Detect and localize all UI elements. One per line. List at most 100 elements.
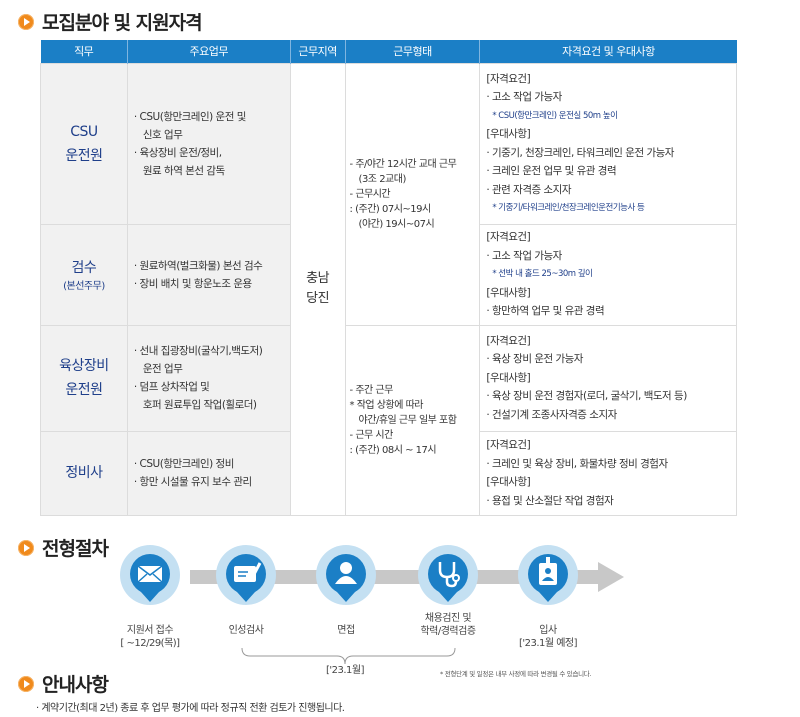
req-line: · 항만하역 업무 및 유관 경력 <box>486 305 605 318</box>
shift-line: (야간) 19시~07시 <box>358 218 435 230</box>
req-line: [우대사항] <box>486 128 531 140</box>
recruit-table: 직무 주요업무 근무지역 근무형태 자격요건 및 우대사항 CSU 운전원 · C… <box>40 40 737 516</box>
group-schedule-label: ['23.1월] <box>325 665 365 676</box>
req-line: · 관련 자격증 소지자 <box>486 183 571 196</box>
duty-line: 호퍼 원료투입 작업(휠로더) <box>142 399 257 411</box>
shift-line: - 근무시간 <box>349 188 391 200</box>
person-icon <box>316 545 376 605</box>
req-line: · 고소 작업 가능자 <box>486 249 562 262</box>
req-line: [자격요건] <box>486 231 531 244</box>
job-line: 육상장비 <box>59 358 109 374</box>
job-line: 정비사 <box>65 465 103 481</box>
duty-line: · CSU(항만크레인) 운전 및 <box>133 110 247 123</box>
job-name: 검수 (본선주무) <box>40 223 128 326</box>
duty-line: · 항만 시설물 유지 보수 관리 <box>133 476 252 488</box>
duty-line: 신호 업무 <box>142 128 183 141</box>
step-label-line: 채용검진 및 <box>424 613 472 624</box>
table-row: 검수 (본선주무) · 원료하역(벌크화물) 본선 검수· 장비 배치 및 항운노… <box>40 223 737 326</box>
requirements-cell: [자격요건]· 육상 장비 운전 가능자[우대사항]· 육상 장비 운전 경험자… <box>479 324 737 432</box>
location-line: 충남 <box>306 271 330 286</box>
play-bullet-icon <box>18 675 34 692</box>
req-line: · 고소 작업 가능자 <box>486 91 562 103</box>
job-sub: (본선주무) <box>63 280 105 292</box>
shift-line: - 근무 시간 <box>349 429 394 441</box>
process-step-label: 지원서 접수[ ~12/29(목)] <box>95 624 205 650</box>
step-label-line: ['23.1월 예정] <box>518 638 578 649</box>
req-line: · 용접 및 산소절단 작업 경험자 <box>486 494 614 507</box>
requirements-cell: [자격요건]· 고소 작업 가능자* 선박 내 홀드 25~30m 깊이[우대사… <box>479 223 737 326</box>
section-title-text: 모집분야 및 지원자격 <box>42 12 203 34</box>
job-line: 운전원 <box>65 147 103 164</box>
process-step-label: 입사 ['23.1월 예정] <box>493 624 603 650</box>
job-line: 운전원 <box>65 382 103 398</box>
header-location: 근무지역 <box>289 40 346 63</box>
duty-line: 운전 업무 <box>142 363 183 375</box>
notice-item: · 계약기간(최대 2년) 종료 후 업무 평가에 따라 정규직 전환 검토가 … <box>36 703 345 714</box>
duty-line: · 선내 집광장비(굴삭기,백도저) <box>133 345 263 357</box>
req-line: [자격요건] <box>486 334 531 347</box>
duty-line: · CSU(항만크레인) 정비 <box>133 458 235 470</box>
envelope-icon <box>120 545 180 605</box>
stethoscope-icon <box>418 545 478 605</box>
section-title-text: 안내사항 <box>42 674 109 696</box>
process-step-label: 면접 <box>291 624 401 637</box>
requirements-cell: [자격요건] · 크레인 및 육상 장비, 화물차량 정비 경험자 [우대사항] · … <box>479 430 737 516</box>
req-line: [우대사항] <box>486 476 531 488</box>
duty-line: 원료 하역 본선 감독 <box>142 164 225 177</box>
table-header-row: 직무 주요업무 근무지역 근무형태 자격요건 및 우대사항 <box>40 40 737 63</box>
duty-line: · 장비 배치 및 항운노조 운용 <box>133 277 252 290</box>
job-line: 검수 <box>71 259 97 276</box>
shift-line: : (주간) 08시 ~ 17시 <box>349 444 437 456</box>
process-step-4 <box>417 544 479 610</box>
step-label-line: 입사 <box>539 625 557 636</box>
id-badge-icon <box>518 545 578 605</box>
step-label-line: 학력/경력검증 <box>420 626 476 637</box>
req-note: * 기중기/타워크레인/천장크레인운전기능사 등 <box>492 203 645 213</box>
section-title-process: 전형절차 <box>18 534 109 561</box>
req-line: [우대사항] <box>486 286 531 299</box>
shift-line: (3조 2교대) <box>358 173 407 185</box>
play-bullet-icon <box>18 539 34 556</box>
duty-cell: · CSU(항만크레인) 정비 · 항만 시설물 유지 보수 관리 <box>126 430 291 516</box>
job-name: 정비사 <box>40 430 128 516</box>
header-shift: 근무형태 <box>344 40 480 63</box>
req-line: · 육상 장비 운전 경험자(로더, 굴삭기, 백도저 등) <box>486 390 687 403</box>
writing-icon <box>216 545 276 605</box>
req-line: · 육상 장비 운전 가능자 <box>486 353 583 366</box>
step-label-line: 인성검사 <box>228 625 264 636</box>
step-label-line: 면접 <box>337 625 355 636</box>
req-line: [자격요건] <box>486 439 531 451</box>
play-bullet-icon <box>18 13 34 30</box>
req-line: · 건설기계 조종사자격증 소지자 <box>486 408 617 421</box>
step-label-line: [ ~12/29(목)] <box>120 638 180 649</box>
process-step-3 <box>315 544 377 610</box>
header-requirements: 자격요건 및 우대사항 <box>479 40 737 63</box>
process-step-5 <box>517 544 579 610</box>
duty-line: · 육상장비 운전/정비, <box>133 146 222 159</box>
location-line: 당진 <box>306 291 330 306</box>
process-step-label: 인성검사 <box>191 624 301 637</box>
table-row: 정비사 · CSU(항만크레인) 정비 · 항만 시설물 유지 보수 관리 [자격… <box>40 430 737 516</box>
duty-cell: · 원료하역(벌크화물) 본선 검수· 장비 배치 및 항운노조 운용 <box>126 223 291 326</box>
process-step-1 <box>119 544 181 610</box>
req-line: · 크레인 및 육상 장비, 화물차량 정비 경험자 <box>486 457 668 470</box>
process-step-2 <box>215 544 277 610</box>
job-name: CSU 운전원 <box>40 62 128 225</box>
shift-line: : (주간) 07시~19시 <box>349 203 432 215</box>
duty-line: · 덤프 상차작업 및 <box>133 381 210 393</box>
job-line: CSU <box>70 123 98 140</box>
shift-line: 야간/휴일 근무 일부 포함 <box>358 414 457 426</box>
process-brace <box>241 647 456 665</box>
section-title-recruit: 모집분야 및 지원자격 <box>18 8 203 35</box>
req-line: · 기중기, 천장크레인, 타워크레인 운전 가능자 <box>486 146 674 159</box>
req-line: [자격요건] <box>486 72 531 85</box>
